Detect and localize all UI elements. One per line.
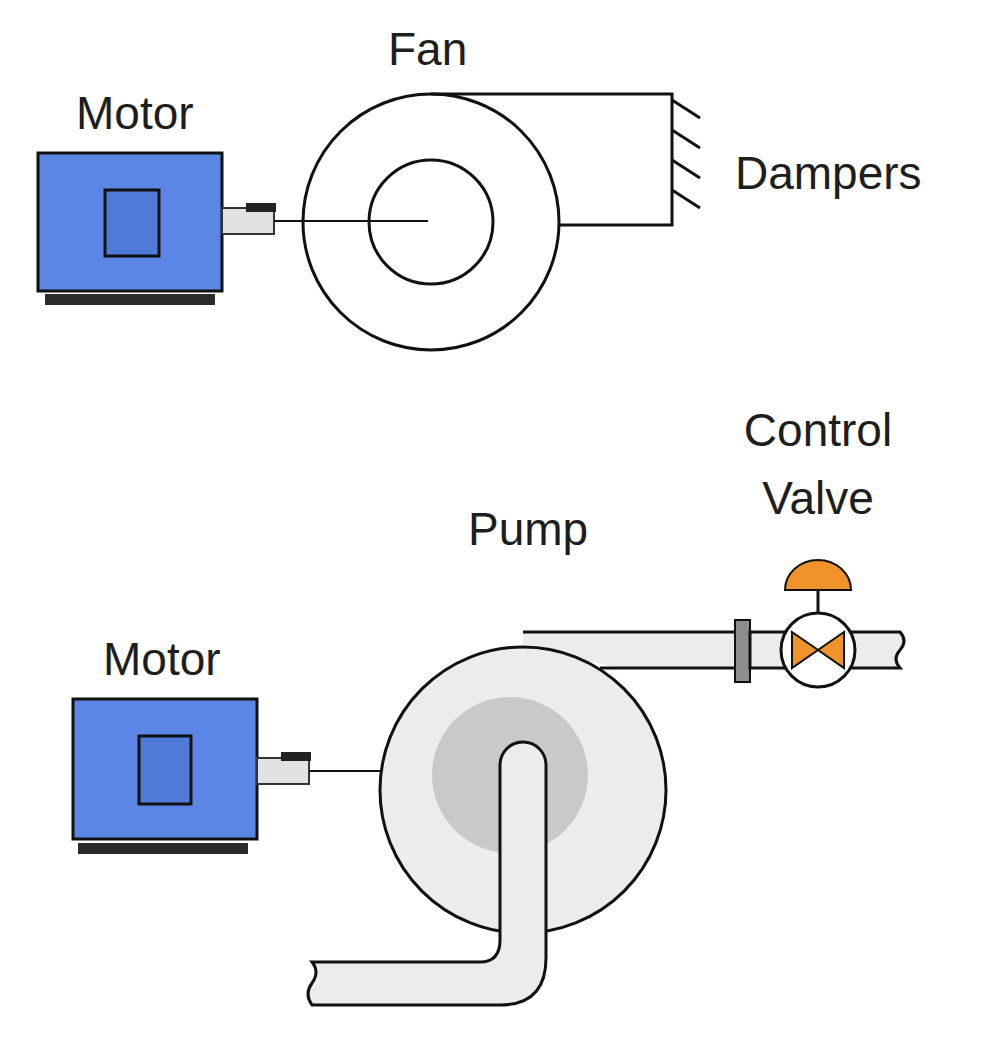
motor-2 [73, 699, 384, 854]
dampers-label: Dampers [735, 146, 922, 200]
control-valve [781, 560, 855, 687]
fan-label: Fan [388, 22, 467, 76]
motor-label: Motor [103, 632, 221, 686]
motor-label: Motor [76, 86, 194, 140]
pump-label: Pump [468, 502, 588, 556]
fan [303, 94, 700, 350]
control-valve-label: Control Valve [718, 396, 918, 532]
